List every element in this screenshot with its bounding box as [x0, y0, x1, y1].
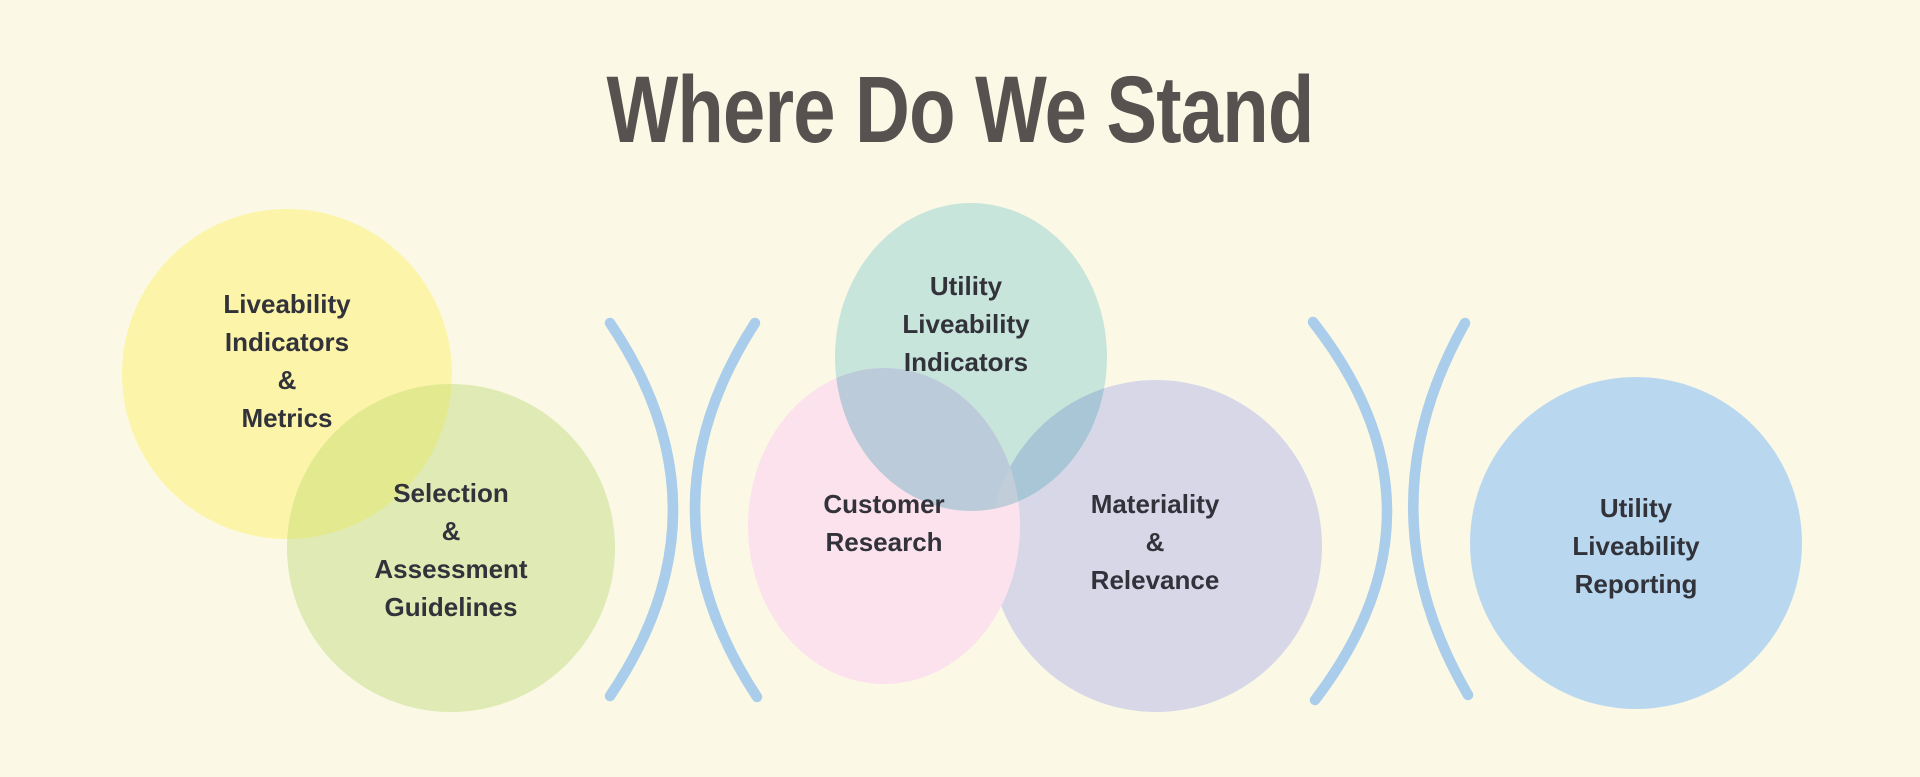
label-utility-liveability-indicators: Utility Liveability Indicators — [902, 271, 1030, 377]
separator-arcs — [604, 316, 1474, 706]
label-materiality-relevance: Materiality & Relevance — [1090, 489, 1220, 595]
teal-pink-overlap — [835, 368, 1020, 511]
right-separator-left-paren-arc — [1408, 317, 1474, 701]
label-liveability-indicators-metrics: Liveability Indicators & Metrics — [223, 289, 351, 433]
label-customer-research: Customer Research — [823, 489, 945, 557]
label-utility-liveability-reporting: Utility Liveability Reporting — [1572, 493, 1700, 599]
right-separator-right-paren-arc — [1307, 316, 1393, 706]
blue-circle — [1470, 377, 1802, 709]
yellow-green-overlap — [287, 384, 452, 539]
purple-circle — [990, 380, 1322, 712]
page-title: Where Do We Stand — [606, 57, 1314, 163]
left-separator-right-paren-arc — [604, 317, 679, 702]
left-separator-left-paren-arc — [689, 317, 763, 703]
label-selection-assessment-guidelines: Selection & Assessment Guidelines — [374, 478, 528, 622]
